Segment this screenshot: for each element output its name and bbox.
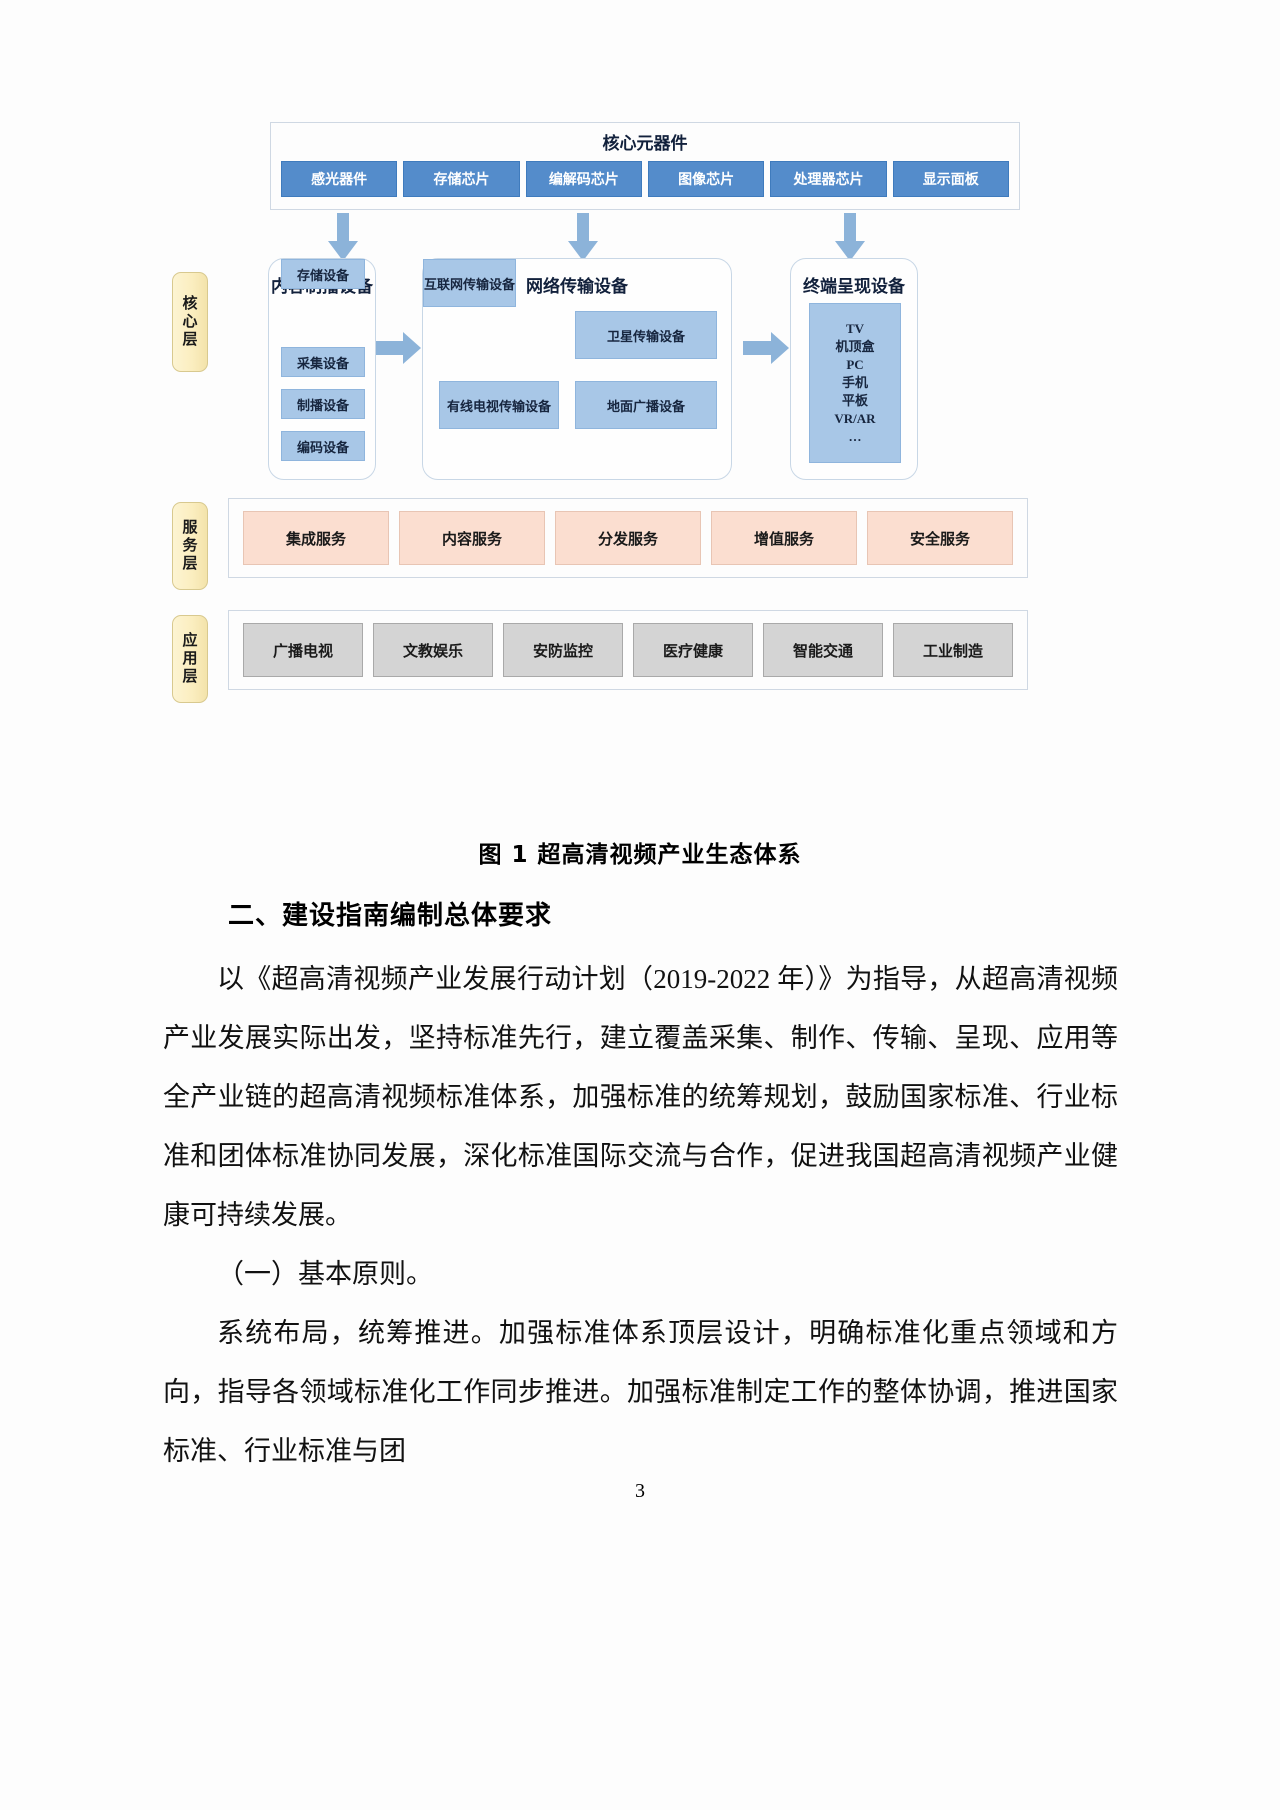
layer-tag-application-char-0: 应 [182,631,198,650]
layer-tag-core: 核 心 层 [172,272,208,372]
application-smart-transport: 智能交通 [763,623,883,677]
layer-tag-application-char-1: 用 [182,649,198,668]
core-components-panel: 核心元器件 感光器件 存储芯片 编解码芯片 图像芯片 处理器芯片 显示面板 [270,122,1020,210]
chip-display-panel: 显示面板 [892,161,1009,197]
core-components-title: 核心元器件 [602,134,688,154]
core-components-chip-row: 感光器件 存储芯片 编解码芯片 图像芯片 处理器芯片 显示面板 [281,161,1009,197]
service-layer-strip: 集成服务 内容服务 分发服务 增值服务 安全服务 [228,498,1028,578]
device-item-encoding: 编码设备 [281,431,365,461]
service-integration: 集成服务 [243,511,389,565]
application-medical-health: 医疗健康 [633,623,753,677]
terminal-device-list: TV 机顶盒 PC 手机 平板 VR/AR … [809,303,901,463]
arrow-down-to-terminal-icon [835,213,865,261]
layer-tag-service-char-1: 务 [182,536,198,555]
page-number: 3 [635,1480,645,1502]
device-box-terminal-presentation: 终端呈现设备 TV 机顶盒 PC 手机 平板 VR/AR … [790,258,918,480]
figure-industry-ecosystem: 核 心 层 服 务 层 应 用 层 核心元器件 感光器件 存储芯片 编解码芯片 … [150,110,1130,810]
paragraph-basic-principles-title: （一）基本原则。 [217,1259,433,1289]
device-box-network-transmission: 网络传输设备 卫星传输设备 有线电视传输设备 地面广播设备 互联网传输设备 [422,258,732,480]
chip-image: 图像芯片 [647,161,765,197]
service-distribution: 分发服务 [555,511,701,565]
terminal-item-set-top-box: 机顶盒 [835,339,875,355]
service-value-added: 增值服务 [711,511,857,565]
body-text: 以《超高清视频产业发展行动计划（2019-2022 年）》为指导，从超高清视频产… [163,950,1118,1481]
paragraph-systematic-layout: 系统布局，统筹推进。加强标准体系顶层设计，明确标准化重点领域和方向，指导各领域标… [163,1318,1118,1466]
device-item-satellite: 卫星传输设备 [575,311,717,359]
device-box-content-production: 内容制播设备 采集设备 制播设备 编码设备 存储设备 [268,258,376,480]
service-content: 内容服务 [399,511,545,565]
paragraph-overall-requirements: 以《超高清视频产业发展行动计划（2019-2022 年）》为指导，从超高清视频产… [163,964,1118,1230]
terminal-item-tablet: 平板 [841,392,868,408]
section-heading: 二、建设指南编制总体要求 [228,901,553,931]
device-box-terminal-title: 终端呈现设备 [803,277,905,297]
terminal-item-vr-ar: VR/AR [834,410,876,426]
device-item-cable-tv: 有线电视传输设备 [439,381,559,429]
device-box-network-title: 网络传输设备 [526,277,628,297]
layer-tag-service: 服 务 层 [172,502,208,590]
layer-tag-application: 应 用 层 [172,615,208,703]
layer-tag-core-char-1: 心 [182,312,198,331]
terminal-item-tv: TV [845,321,865,337]
application-industrial-manufacturing: 工业制造 [893,623,1013,677]
arrow-right-network-to-terminal-icon [743,332,789,364]
figure-caption: 图 1 超高清视频产业生态体系 [478,842,802,868]
arrow-down-to-content-icon [328,213,358,261]
device-item-terrestrial-broadcast: 地面广播设备 [575,381,717,429]
layer-tag-application-char-2: 层 [182,666,198,685]
service-security: 安全服务 [867,511,1013,565]
chip-codec: 编解码芯片 [525,161,642,197]
application-security-monitoring: 安防监控 [503,623,623,677]
layer-tag-core-char-2: 层 [182,329,198,348]
terminal-item-ellipsis: … [848,428,862,444]
terminal-item-pc: PC [846,357,864,373]
chip-photosensitive: 感光器件 [281,161,398,197]
terminal-item-mobile: 手机 [841,375,868,391]
device-item-production: 制播设备 [281,389,365,419]
device-item-storage: 存储设备 [281,259,365,289]
application-education-entertainment: 文教娱乐 [373,623,493,677]
chip-storage: 存储芯片 [403,161,520,197]
layer-tag-service-char-0: 服 [182,518,198,537]
application-layer-strip: 广播电视 文教娱乐 安防监控 医疗健康 智能交通 工业制造 [228,610,1028,690]
application-broadcast-tv: 广播电视 [243,623,363,677]
layer-tag-service-char-2: 层 [182,553,198,572]
chip-processor: 处理器芯片 [770,161,887,197]
device-item-internet: 互联网传输设备 [423,259,517,307]
arrow-right-content-to-network-icon [375,332,421,364]
layer-tag-core-char-0: 核 [182,294,198,313]
device-item-capture: 采集设备 [281,347,365,377]
arrow-down-to-network-icon [568,213,598,261]
